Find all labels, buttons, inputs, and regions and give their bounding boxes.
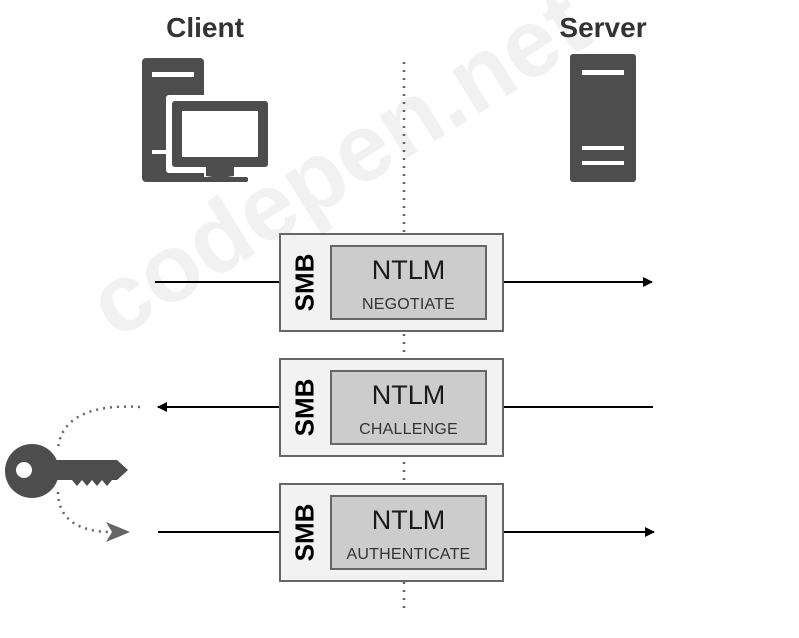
client-title: Client bbox=[166, 12, 244, 43]
key-icon bbox=[5, 444, 128, 498]
message-type-label: AUTHENTICATE bbox=[346, 546, 471, 563]
key-lower-dotted-arc bbox=[56, 491, 113, 534]
key-arrowhead bbox=[106, 522, 130, 542]
server-tower-icon bbox=[570, 54, 636, 182]
message-type-label: NEGOTIATE bbox=[361, 296, 456, 313]
ntlm-message-box: NTLM AUTHENTICATE bbox=[330, 495, 487, 570]
ntlm-label: NTLM bbox=[371, 380, 446, 410]
key-upper-dotted-arc bbox=[56, 405, 141, 451]
message-type-label: CHALLENGE bbox=[359, 421, 458, 438]
server-title: Server bbox=[559, 12, 647, 43]
ntlm-label: NTLM bbox=[371, 255, 446, 285]
smb-label: SMB bbox=[289, 503, 320, 562]
smb-label: SMB bbox=[289, 378, 320, 437]
ntlm-message-box: NTLM CHALLENGE bbox=[330, 370, 487, 445]
negotiate-packet: SMB NTLM NEGOTIATE bbox=[279, 233, 504, 332]
ntlm-message-box: NTLM NEGOTIATE bbox=[330, 245, 487, 320]
smb-label: SMB bbox=[289, 253, 320, 312]
authenticate-packet: SMB NTLM AUTHENTICATE bbox=[279, 483, 504, 582]
challenge-packet: SMB NTLM CHALLENGE bbox=[279, 358, 504, 457]
desktop-computer-icon bbox=[142, 58, 274, 182]
ntlm-label: NTLM bbox=[371, 505, 446, 535]
